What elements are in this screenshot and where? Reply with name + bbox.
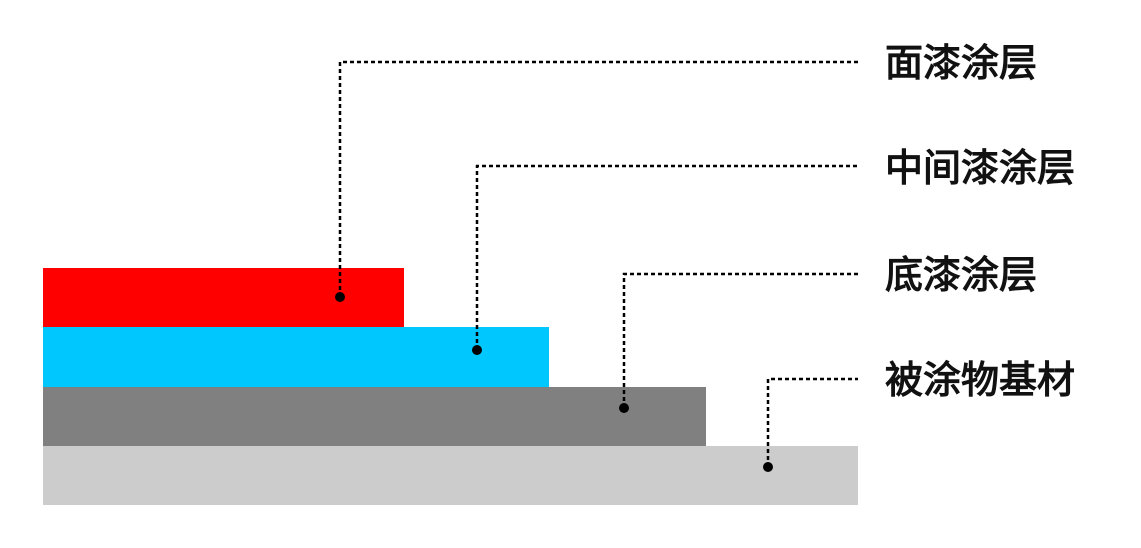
label-substrate: 被涂物基材 xyxy=(885,358,1075,402)
leader-dot-primer xyxy=(619,403,629,413)
layer-intermediate xyxy=(43,327,549,387)
leader-dot-intermediate xyxy=(472,345,482,355)
leader-line-intermediate xyxy=(475,164,858,350)
layer-substrate xyxy=(43,446,858,505)
leader-line-substrate xyxy=(766,377,858,467)
leader-line-topcoat xyxy=(338,60,858,297)
layer-topcoat xyxy=(43,268,404,327)
layer-primer xyxy=(43,387,706,446)
leader-dot-substrate xyxy=(763,462,773,472)
label-primer: 底漆涂层 xyxy=(885,253,1037,297)
label-intermediate: 中间漆涂层 xyxy=(885,146,1075,190)
leader-dot-topcoat xyxy=(335,292,345,302)
leader-line-primer xyxy=(622,272,858,408)
label-topcoat: 面漆涂层 xyxy=(885,41,1037,85)
